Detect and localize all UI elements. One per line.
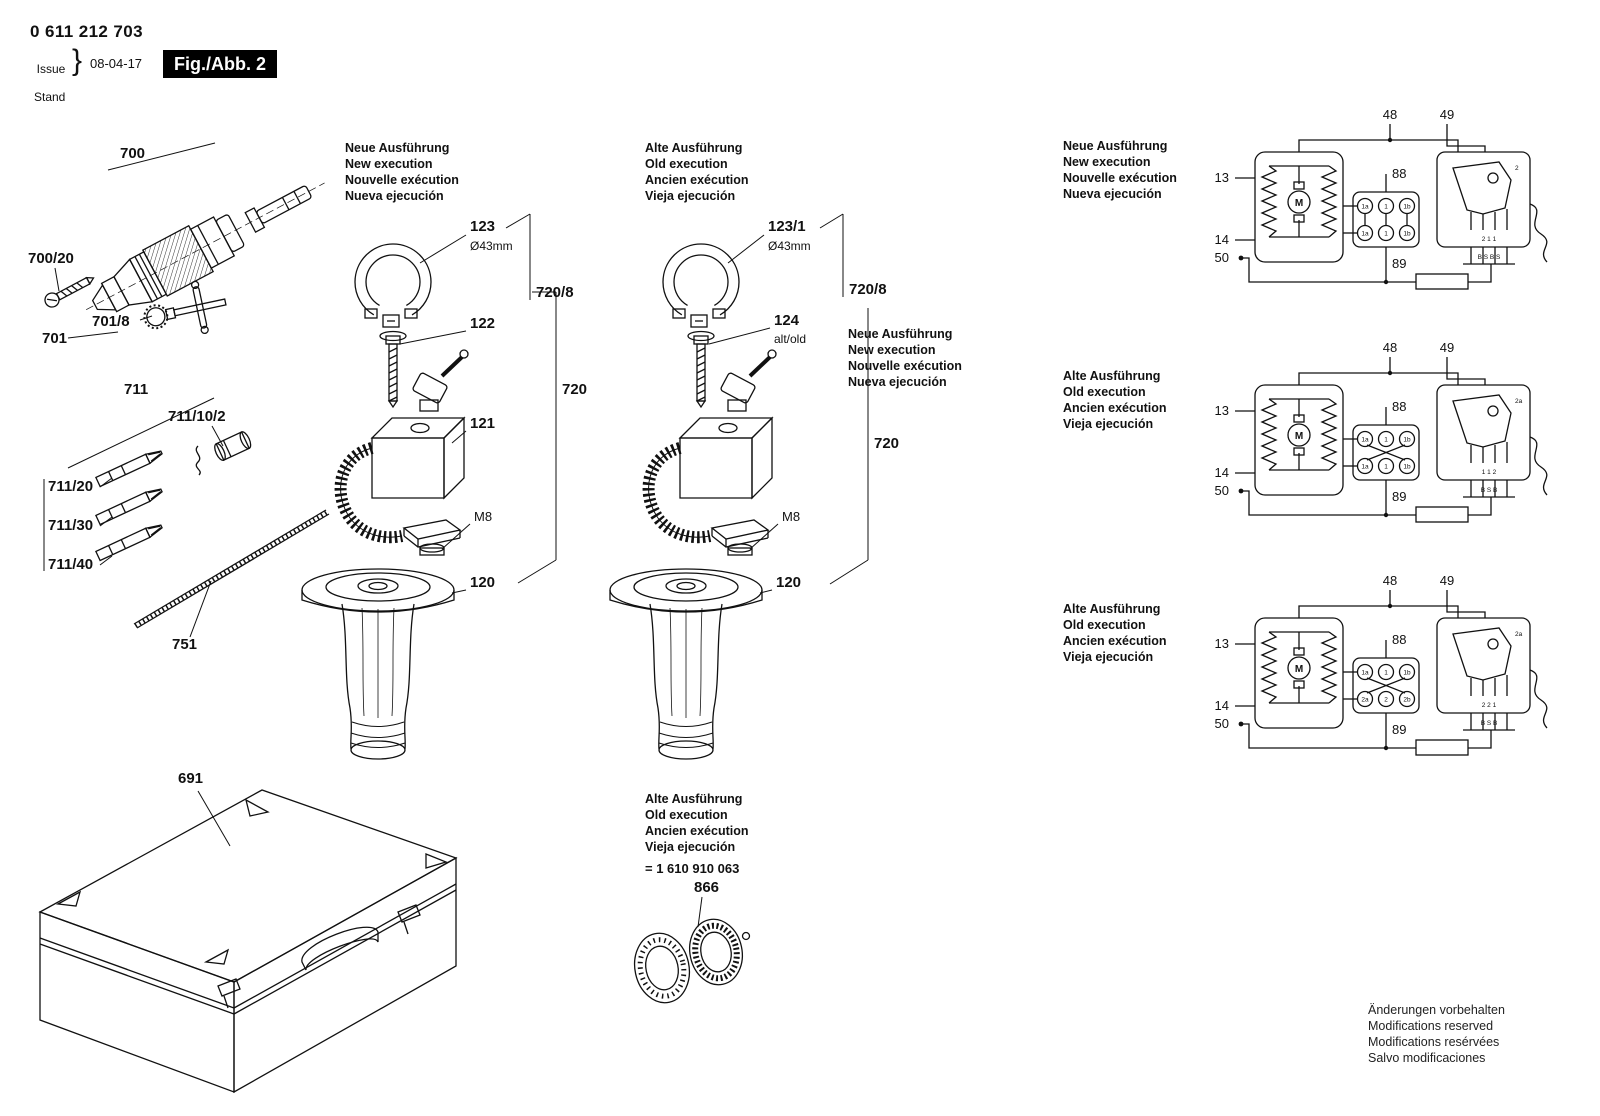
execution-note-wiring-2: Alte Ausführung Old execution Ancien exé… (1063, 369, 1167, 431)
bit-sleeve-drawing (214, 431, 252, 462)
connector-terminal-label: 1b (1403, 464, 1411, 471)
connector-terminal-label: 1 (1384, 231, 1388, 238)
side-handle-assembly-old-drawing (610, 244, 776, 759)
execution-note-handle-old: Alte Ausführung Old execution Ancien exé… (645, 141, 749, 203)
depth-rod-drawing (133, 509, 330, 629)
part-label-720-8-new: 720/8 (536, 284, 574, 301)
alt-old-label: alt/old (774, 332, 806, 346)
switch-pin-labels: B S B (1481, 720, 1498, 727)
part-label-123-1: 123/1 (768, 218, 806, 235)
part-label-711: 711 (124, 381, 148, 398)
connector-terminal-label: 1b (1403, 231, 1411, 238)
connector-terminal-label: 1 (1384, 437, 1388, 444)
connector-terminal-label: 1 (1384, 204, 1388, 211)
issue-date: 08-04-17 (90, 56, 143, 71)
part-label-711-40: 711/40 (48, 556, 93, 573)
switch-pin-labels: 1 1 2 (1482, 469, 1497, 476)
part-label-700-20: 700/20 (28, 250, 74, 267)
part-label-691: 691 (178, 770, 203, 787)
issue-label: Issue (36, 62, 66, 76)
connector-terminal-label: 1a (1361, 437, 1369, 444)
bearing-reference-number: = 1 610 910 063 (645, 861, 739, 876)
wiring-diagram-new (1213, 106, 1548, 290)
execution-note-handle-new: Neue Ausführung New execution Nouvelle e… (345, 141, 459, 203)
stand-label: Stand (34, 90, 66, 104)
switch-tag-label: 2a (1515, 398, 1523, 405)
diameter-label-new: Ø43mm (470, 239, 513, 253)
case-latch-left (217, 978, 241, 997)
connector-terminal-label: 2b (1403, 697, 1411, 704)
switch-tag-label: 2a (1515, 631, 1523, 638)
execution-note-bearing: Alte Ausführung Old execution Ancien exé… (645, 792, 749, 854)
modifications-notice: Änderungen vorbehalten Modifications res… (1368, 1003, 1505, 1065)
execution-note-handle-old-inner: Neue Ausführung New execution Nouvelle e… (848, 327, 962, 389)
execution-note-wiring-1: Neue Ausführung New execution Nouvelle e… (1063, 139, 1177, 201)
wiring-diagram-old-2 (1213, 572, 1548, 756)
part-label-700: 700 (120, 145, 145, 162)
wiring-diagram-old-1 (1213, 339, 1548, 523)
part-label-701-8: 701/8 (92, 313, 130, 330)
connector-terminal-label: 2 (1384, 697, 1388, 704)
connector-terminal-label: 2a (1361, 697, 1369, 704)
part-label-720-old: 720 (874, 435, 899, 452)
wiring-diagram-old-1-overlay: 1a 1 1b 1a 1 1b 1 1 2 B S B 2a (1361, 398, 1522, 494)
part-label-120-old: 120 (776, 574, 801, 591)
part-label-701: 701 (42, 330, 67, 347)
switch-pin-labels: B S B S (1478, 254, 1501, 261)
chuck-key-drawing (143, 280, 227, 335)
part-label-866: 866 (694, 879, 719, 896)
diameter-label-old: Ø43mm (768, 239, 811, 253)
case-handle-drawing (301, 926, 379, 971)
switch-pin-labels: 2 1 1 (1482, 236, 1497, 243)
part-label-711-30: 711/30 (48, 517, 93, 534)
connector-terminal-label: 1a (1361, 464, 1369, 471)
connector-terminal-label: 1a (1361, 670, 1369, 677)
document-number: 0 611 212 703 (30, 22, 143, 41)
case-latch-right (397, 904, 421, 923)
thread-label-m8-new: M8 (474, 509, 492, 524)
leader-lines (43, 142, 869, 928)
spring-clip-drawing (195, 445, 201, 476)
thread-label-m8-old: M8 (782, 509, 800, 524)
figure-badge: Fig./Abb. 2 (163, 50, 277, 78)
part-labels: 700 700/20 701 701/8 711 711/10/2 711/20… (28, 145, 899, 896)
connector-terminal-label: 1b (1403, 204, 1411, 211)
connector-terminal-label: 1a (1361, 204, 1369, 211)
wiring-diagram-new-overlay: 1a 1 1b 1a 1 1b 2 1 1 B S B S 2 (1361, 165, 1519, 261)
side-handle-assembly-new-drawing (302, 244, 468, 759)
part-label-124: 124 (774, 312, 800, 329)
connector-terminal-label: 1b (1403, 437, 1411, 444)
bearing-set-drawing (633, 918, 751, 1004)
switch-tag-label: 2 (1515, 165, 1519, 172)
wiring-diagram-old-2-overlay: 1a 1 1b 2a 2 2b 2 2 1 B S B 2a (1361, 631, 1522, 727)
part-label-751: 751 (172, 636, 197, 653)
part-label-720-new: 720 (562, 381, 587, 398)
switch-pin-labels: 2 2 1 (1482, 702, 1497, 709)
part-label-122: 122 (470, 315, 495, 332)
part-label-711-20: 711/20 (48, 478, 93, 495)
brace-glyph: } (72, 44, 83, 77)
carrying-case-drawing (38, 789, 458, 1094)
part-label-120-new: 120 (470, 574, 495, 591)
connector-terminal-label: 1a (1361, 231, 1369, 238)
connector-terminal-label: 1b (1403, 670, 1411, 677)
chuck-screw-drawing (44, 276, 95, 308)
part-label-121: 121 (470, 415, 495, 432)
switch-pin-labels: B S B (1481, 487, 1498, 494)
drill-chuck-drawing (44, 182, 325, 335)
part-label-720-8-old: 720/8 (849, 281, 887, 298)
part-label-711-10-2: 711/10/2 (168, 408, 226, 425)
bit-set-drawing (95, 431, 330, 629)
part-label-123: 123 (470, 218, 495, 235)
connector-terminal-label: 1 (1384, 464, 1388, 471)
execution-note-wiring-3: Alte Ausführung Old execution Ancien exé… (1063, 602, 1167, 664)
connector-terminal-label: 1 (1384, 670, 1388, 677)
